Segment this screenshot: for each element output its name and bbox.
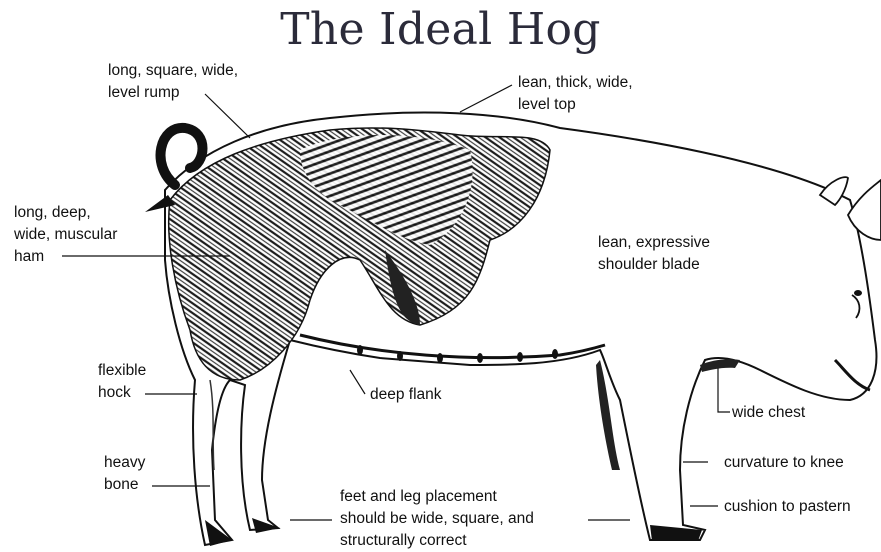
label-pastern: cushion to pastern xyxy=(724,496,851,518)
label-flank: deep flank xyxy=(370,384,442,406)
leader-top xyxy=(460,85,512,112)
label-chest: wide chest xyxy=(732,402,805,424)
label-top: lean, thick, wide,level top xyxy=(518,72,633,116)
leader-flank xyxy=(350,370,365,394)
leader-chest xyxy=(718,368,730,412)
label-knee: curvature to knee xyxy=(724,452,844,474)
label-rump: long, square, wide,level rump xyxy=(108,60,238,104)
